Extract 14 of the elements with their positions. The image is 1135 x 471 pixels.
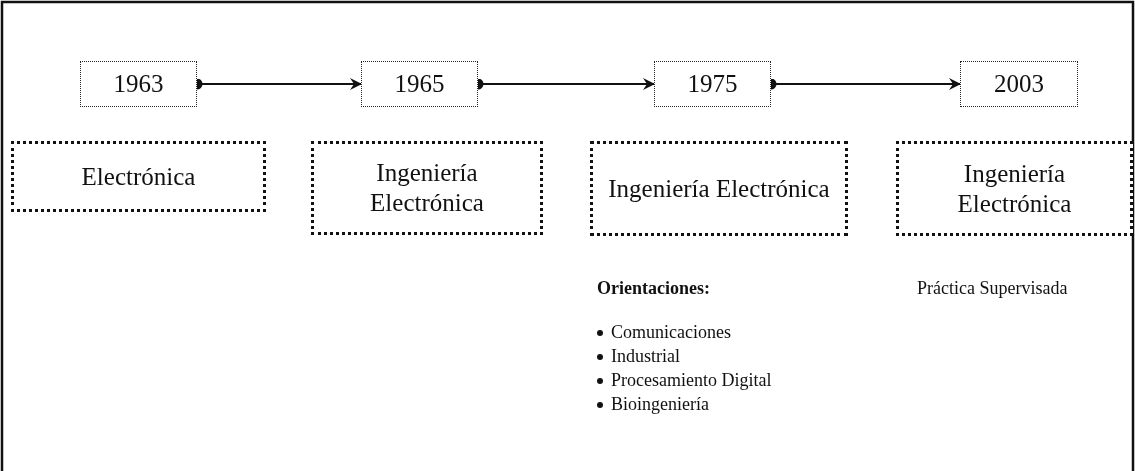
year-box: 1963 <box>80 61 197 107</box>
degree-box: Ingeniería Electrónica <box>590 141 848 236</box>
year-box: 2003 <box>960 61 1078 107</box>
year-box: 1965 <box>361 61 478 107</box>
list-heading: Orientaciones: <box>597 278 710 299</box>
degree-box: Ingeniería Electrónica <box>311 141 543 235</box>
degree-box: Electrónica <box>11 141 266 212</box>
list-item: Procesamiento Digital <box>611 370 772 391</box>
list-item: Comunicaciones <box>611 322 731 343</box>
year-box: 1975 <box>654 61 771 107</box>
list-item: Industrial <box>611 346 680 367</box>
list-item: Bioingeniería <box>611 394 709 415</box>
degree-box: Ingeniería Electrónica <box>896 141 1133 236</box>
note-text: Práctica Supervisada <box>917 278 1068 299</box>
